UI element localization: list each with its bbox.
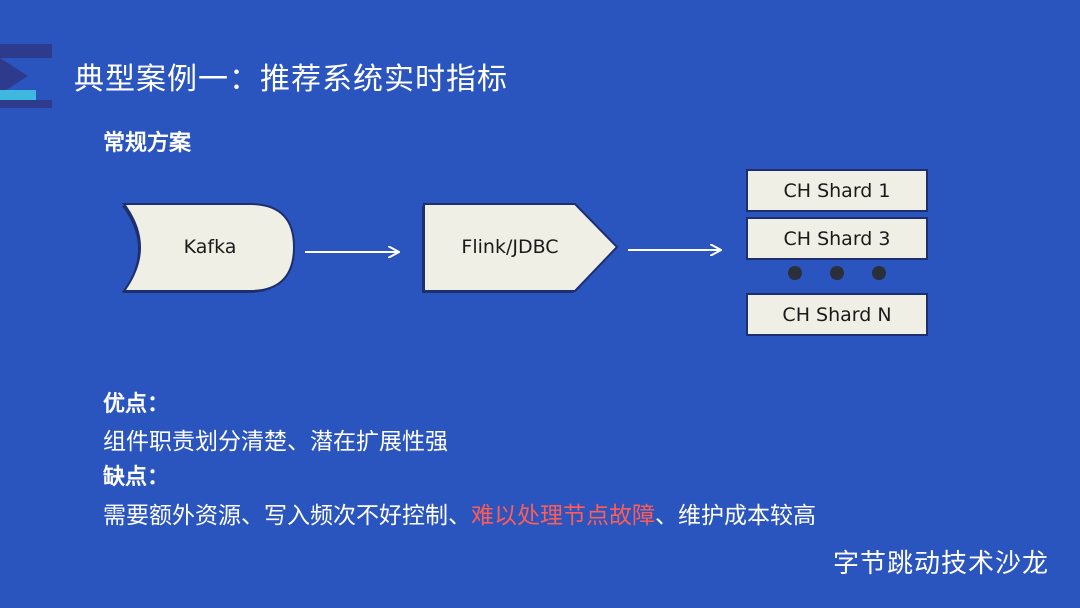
flink-node: Flink/JDBC — [422, 203, 619, 293]
cons-text: 需要额外资源、写入频次不好控制、难以处理节点故障、维护成本较高 — [103, 500, 816, 532]
cons-heading: 缺点： — [103, 465, 170, 490]
shard-box: CH Shard 3 — [746, 217, 928, 260]
ellipsis-dots — [788, 266, 886, 280]
pros-text: 组件职责划分清楚、潜在扩展性强 — [103, 429, 448, 455]
shard-box: CH Shard N — [746, 293, 928, 336]
shard-box: CH Shard 1 — [746, 169, 928, 212]
kafka-node: Kafka — [122, 203, 296, 293]
kafka-label: Kafka — [184, 236, 237, 258]
page-title: 典型案例一：推荐系统实时指标 — [74, 62, 508, 97]
pros-heading: 优点： — [103, 392, 170, 417]
shard-label: CH Shard N — [782, 304, 891, 326]
footer-brand: 字节跳动技术沙龙 — [833, 549, 1050, 579]
cons-text-part: 需要额外资源、写入频次不好控制、 — [103, 503, 471, 529]
shard-label: CH Shard 1 — [783, 180, 890, 202]
shard-label: CH Shard 3 — [783, 228, 890, 250]
cons-highlight-text: 难以处理节点故障 — [471, 503, 655, 529]
logo-icon — [0, 44, 52, 108]
flink-label: Flink/JDBC — [461, 236, 558, 258]
cons-text-part: 、维护成本较高 — [655, 503, 816, 529]
section-subtitle: 常规方案 — [103, 131, 192, 156]
